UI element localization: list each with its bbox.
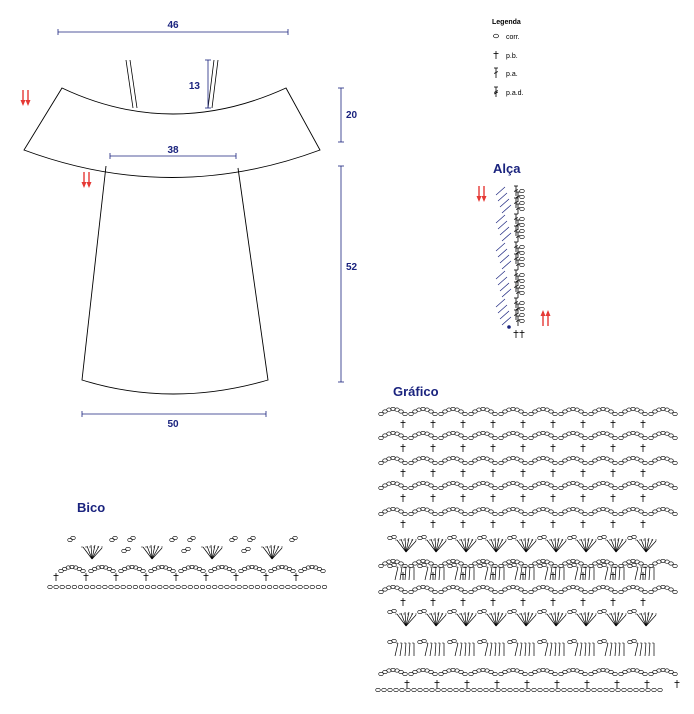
legend-item-label: p.b. — [506, 53, 518, 60]
strap-chart — [495, 185, 525, 339]
strap-height-label: 13 — [189, 81, 201, 92]
legend: Legenda corr. p.b. p.a. p.a.d. — [492, 19, 524, 98]
yoke-height-label: 20 — [346, 110, 358, 121]
legend-item-label: p.a.d. — [506, 90, 524, 97]
yoke-width-label: 38 — [167, 145, 179, 156]
edge-title: Bico — [77, 500, 105, 515]
strap-title: Alça — [493, 161, 521, 176]
hem-width-label: 50 — [167, 419, 179, 430]
dimension-lines: 46 13 20 38 52 50 — [57, 20, 358, 430]
single-crochet-icon — [493, 50, 499, 60]
legend-item-label: corr. — [506, 34, 520, 41]
double-crochet-icon — [493, 67, 499, 79]
garment-schematic — [23, 59, 321, 395]
legend-title: Legenda — [492, 19, 521, 26]
legend-item-label: p.a. — [506, 71, 518, 78]
right-strap — [207, 59, 219, 109]
stitch-chart — [375, 406, 680, 692]
yoke-outline — [23, 87, 321, 178]
body-outline — [81, 165, 269, 395]
treble-crochet-icon — [493, 86, 499, 98]
top-width-label: 46 — [167, 20, 179, 31]
left-strap — [125, 59, 138, 109]
edge-chart — [47, 535, 328, 589]
chart-title: Gráfico — [393, 384, 439, 399]
chain-stitch-icon — [493, 33, 499, 39]
body-height-label: 52 — [346, 262, 358, 273]
